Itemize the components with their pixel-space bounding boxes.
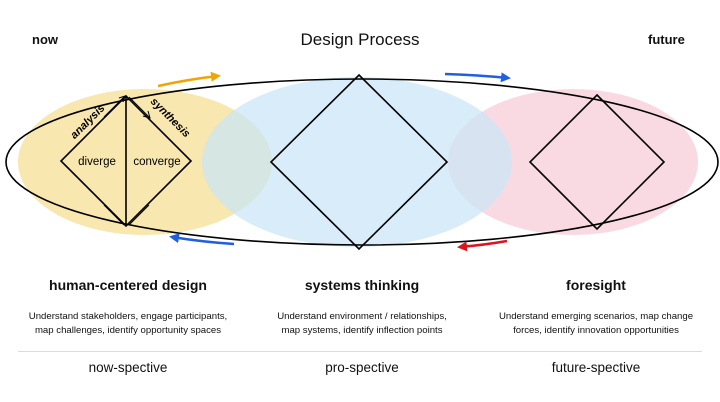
converge-label: converge xyxy=(133,156,180,168)
page-title: Design Process xyxy=(300,30,420,49)
foresight-description: Understand emerging scenarios, map chang… xyxy=(476,310,716,338)
foresight-description-line1: Understand emerging scenarios, map chang… xyxy=(498,311,694,322)
foresight-description-line2: forces, identify innovation opportunitie… xyxy=(513,325,679,336)
future-spective-label: future-spective xyxy=(551,360,641,375)
systems-description: Understand environment / relationships, … xyxy=(242,310,482,338)
analysis-arrow xyxy=(103,95,126,118)
foresight-circle xyxy=(448,89,698,235)
foresight-diamond xyxy=(528,93,666,231)
now-label: now xyxy=(32,32,58,47)
hcd-description-line2: map challenges, identify opportunity spa… xyxy=(34,325,222,336)
double-diamond xyxy=(59,94,193,228)
diverge-label: diverge xyxy=(78,156,116,168)
blue-arrow-top xyxy=(444,72,511,83)
hcd-description-line1: Understand stakeholders, engage particip… xyxy=(28,311,228,322)
hcd-title: human-centered design xyxy=(49,277,207,293)
orange-arrow xyxy=(157,71,221,88)
pro-spective-label: pro-spective xyxy=(325,360,399,375)
systems-circle xyxy=(202,77,512,247)
synthesis-arrow xyxy=(128,96,151,119)
systems-description-line2: map systems, identify inflection points xyxy=(281,325,443,336)
systems-description-line1: Understand environment / relationships, xyxy=(277,311,447,322)
blue-arrow-bottom xyxy=(169,233,235,246)
hcd-description: Understand stakeholders, engage particip… xyxy=(8,310,248,338)
future-label: future xyxy=(648,32,685,47)
systems-diamond xyxy=(269,73,449,251)
bottom-arrows xyxy=(103,204,150,226)
now-spective-label: now-spective xyxy=(88,360,168,375)
red-arrow xyxy=(457,239,508,252)
divider-line xyxy=(18,351,702,352)
systems-title: systems thinking xyxy=(304,277,420,293)
foresight-title: foresight xyxy=(566,277,626,293)
hcd-circle xyxy=(18,89,272,235)
